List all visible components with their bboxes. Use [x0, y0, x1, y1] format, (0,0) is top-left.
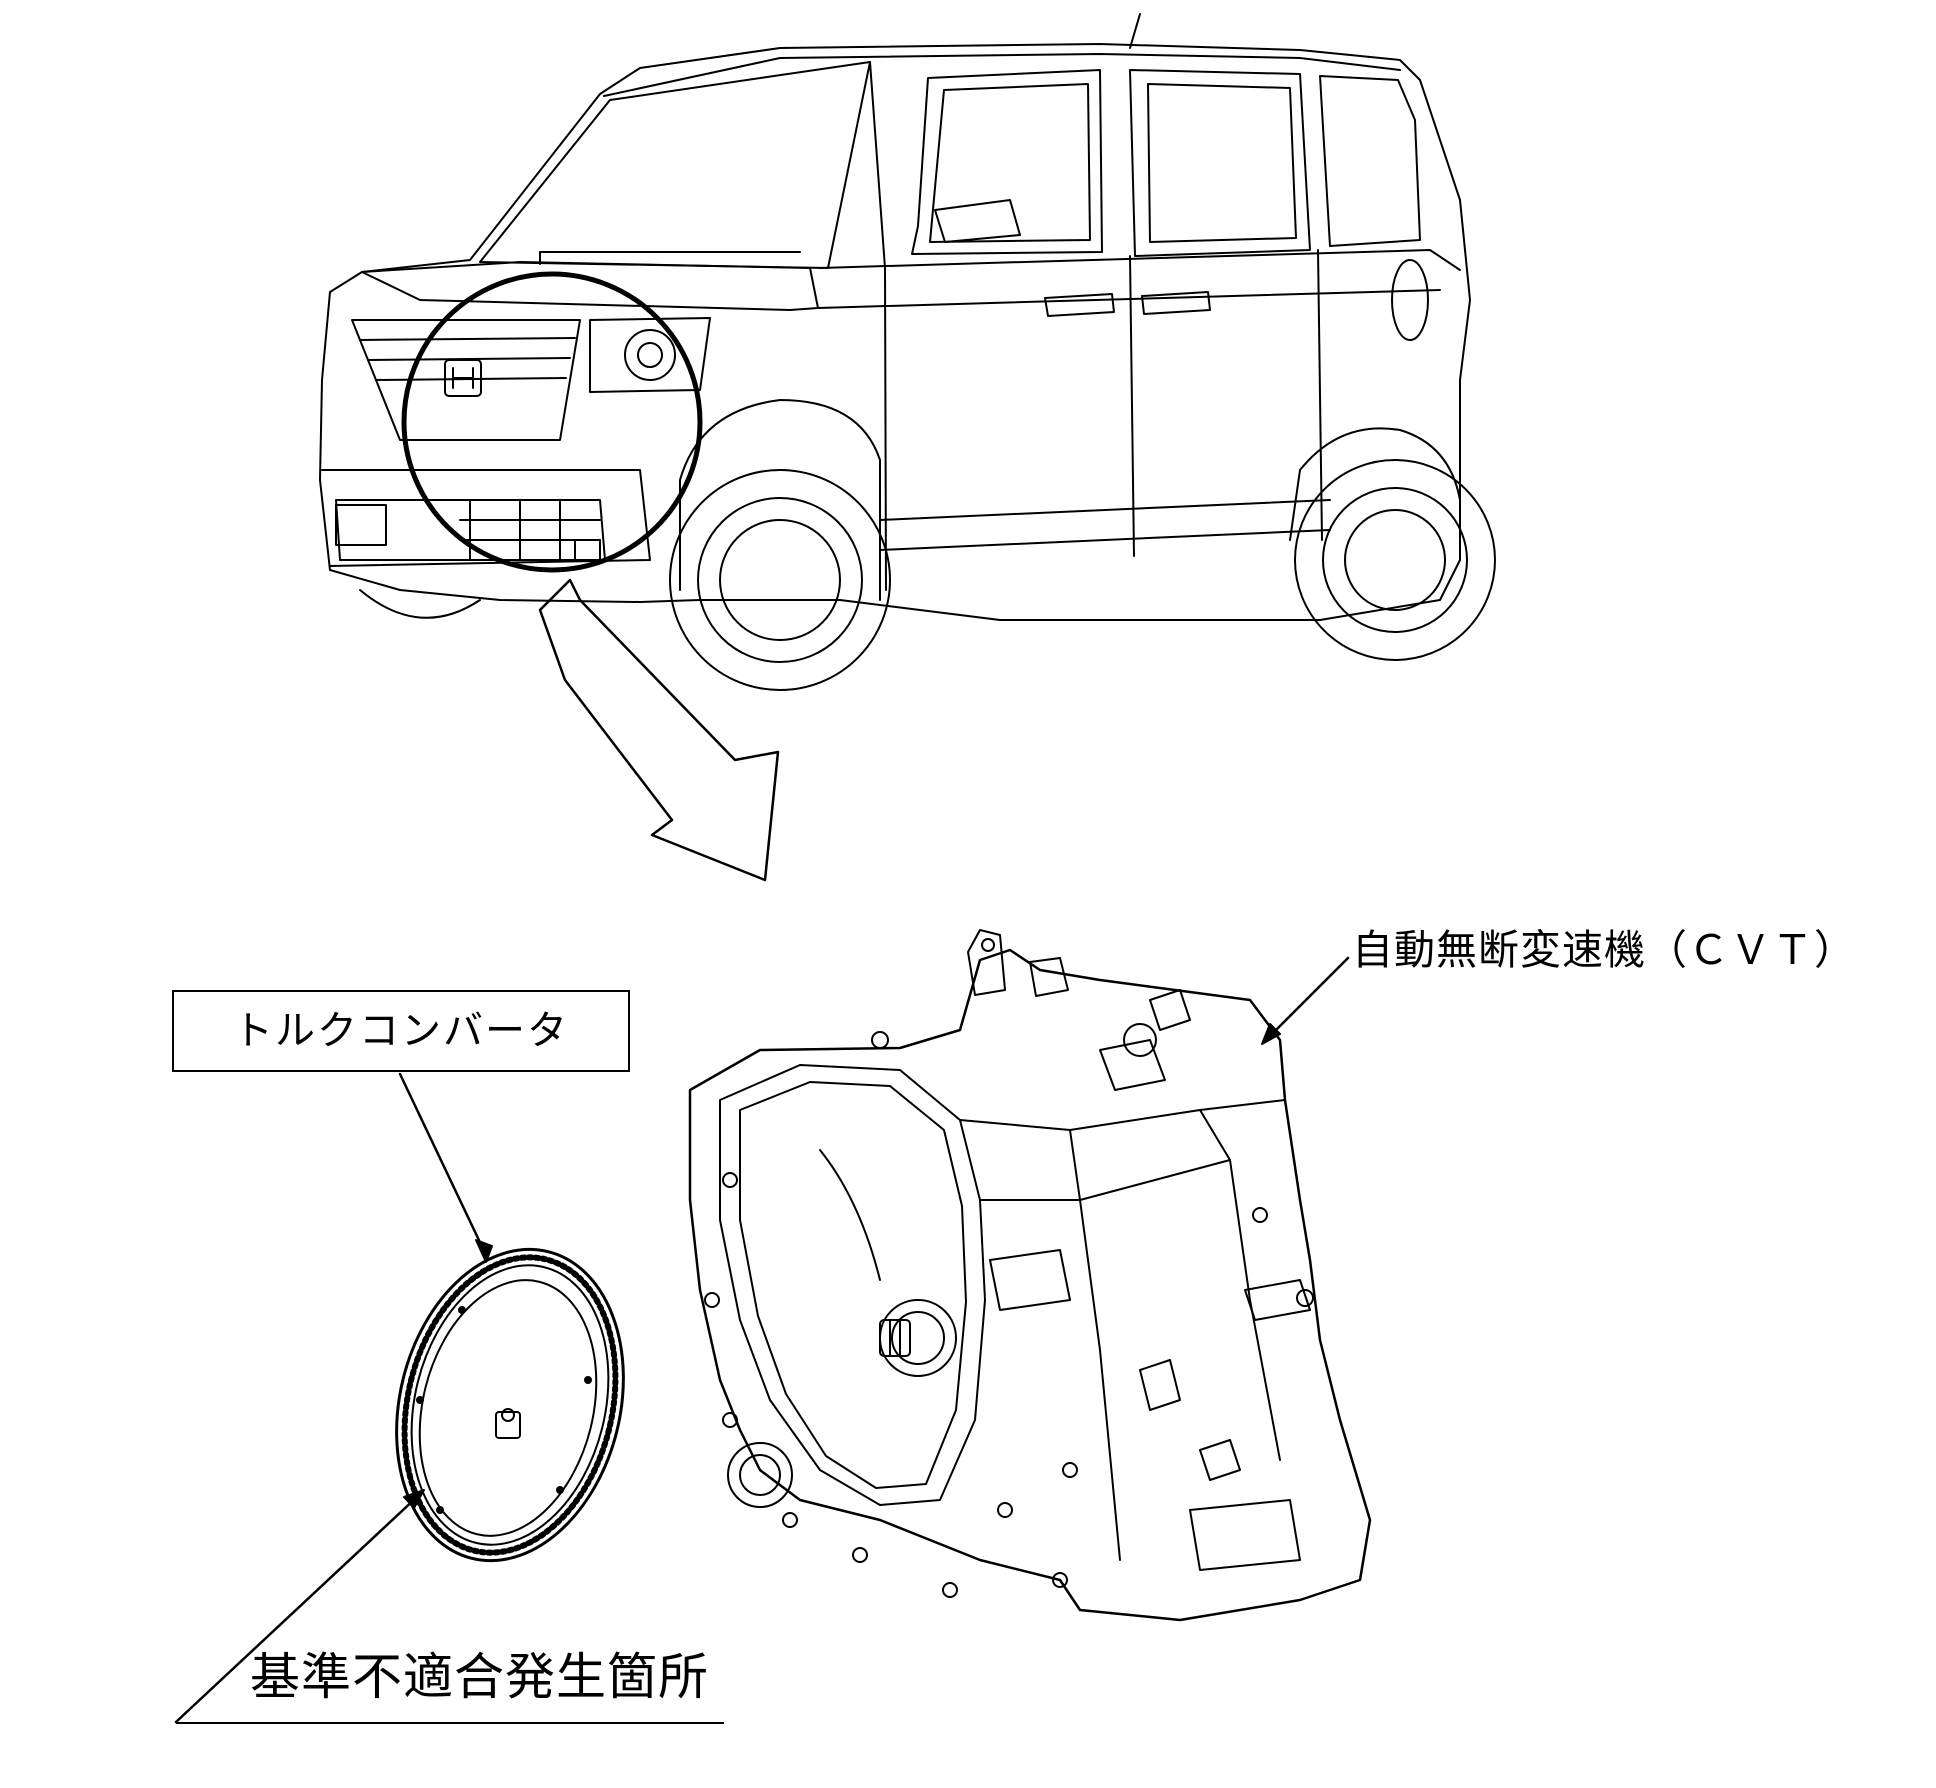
highlight-circle	[401, 271, 703, 573]
cvt-drawing	[688, 929, 1372, 1622]
defect-leader	[174, 1489, 425, 1724]
defect-location-label: 基準不適合発生箇所	[250, 1648, 709, 1706]
cvt-leader	[1261, 956, 1350, 1045]
callout-arrow	[538, 578, 780, 882]
cvt-label: 自動無断変速機（ＣＶＴ）	[1352, 926, 1856, 974]
torque-converter-label-box: トルクコンバータ	[172, 990, 630, 1072]
torque-converter-label: トルクコンバータ	[233, 1008, 569, 1054]
torque-converter-drawing	[395, 1247, 625, 1563]
defect-location-underline	[176, 1722, 724, 1724]
torque-converter-leader	[398, 1072, 493, 1263]
vehicle-drawing	[319, 13, 1496, 691]
